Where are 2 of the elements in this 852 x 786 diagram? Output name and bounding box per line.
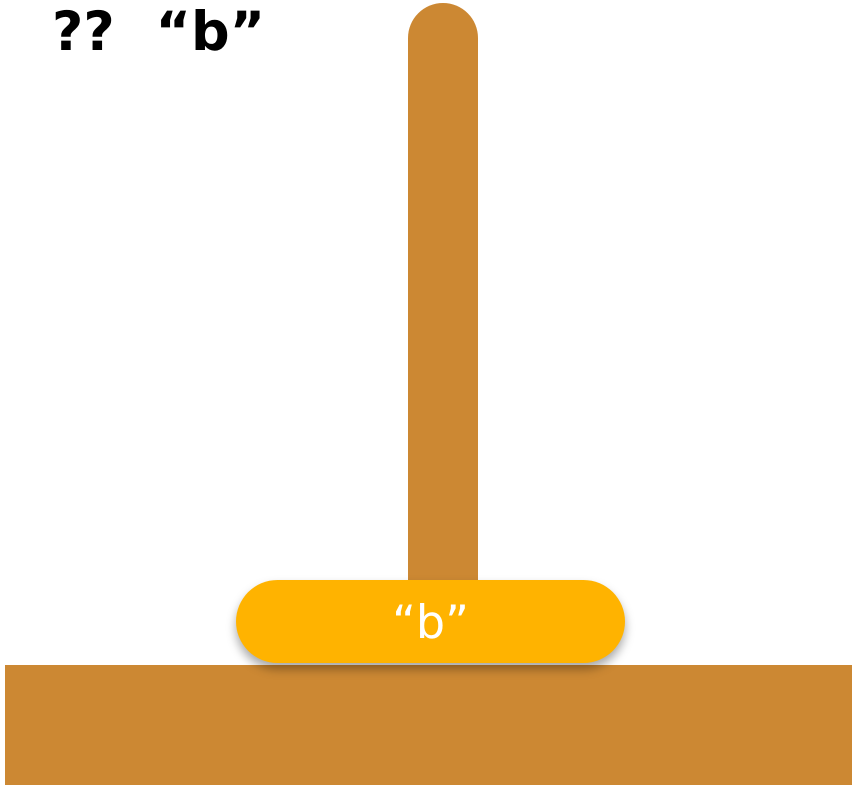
title: ?? “b” <box>52 0 266 63</box>
ring-pill: “b” <box>236 580 625 663</box>
